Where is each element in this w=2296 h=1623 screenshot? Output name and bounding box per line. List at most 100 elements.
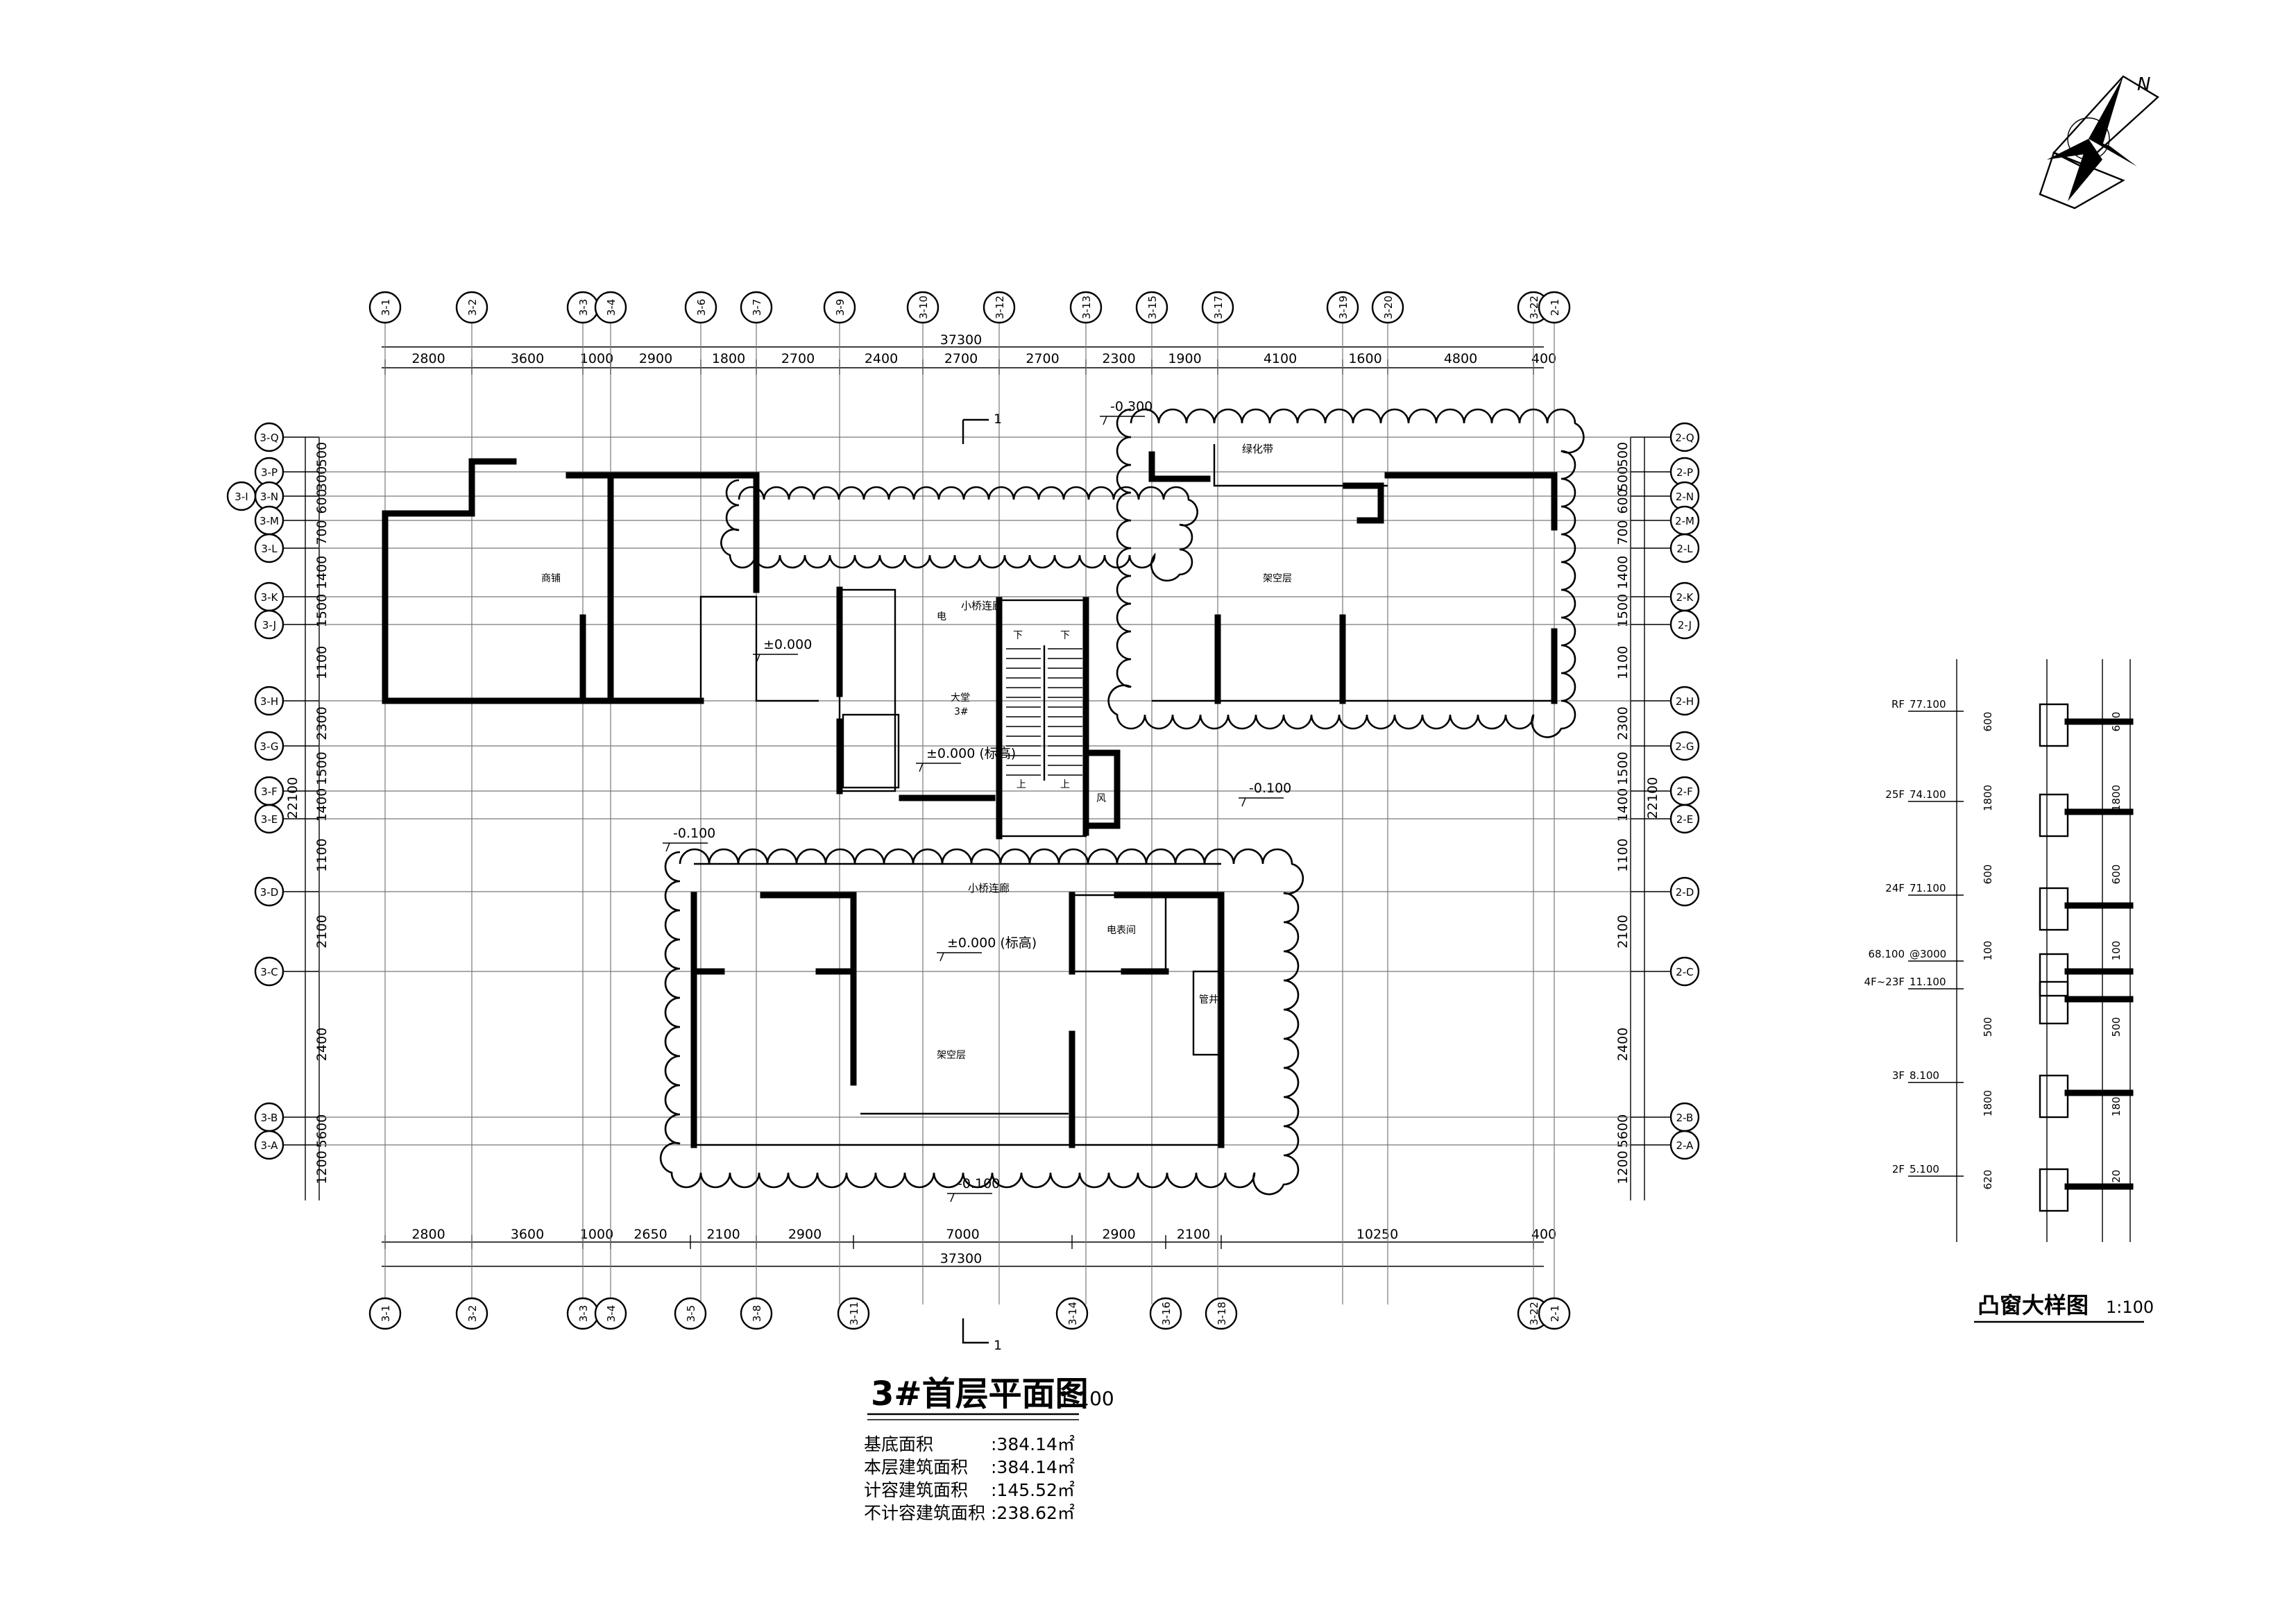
elev-main: ±0.000: [763, 637, 812, 652]
bottom-axis-6: 3-11: [837, 1297, 870, 1330]
bottom-axis-8: 3-16: [1149, 1297, 1182, 1330]
top-dim-8: 2700: [1026, 351, 1059, 366]
stair-up-1: 上: [1017, 779, 1026, 790]
detail-elev-2: 71.100: [1910, 882, 1946, 894]
right-dim-6: 1100: [1615, 646, 1631, 679]
left-dim-7: 2300: [314, 706, 330, 740]
left-axis-label-1: 3-P: [261, 466, 278, 479]
stat-value-0: :384.14㎡: [991, 1434, 1075, 1454]
left-axis-label-2: 3-N: [260, 491, 278, 503]
corridor-label-2: 小桥连廊: [968, 882, 1010, 894]
top-axis-11: 3-17: [1201, 291, 1234, 324]
room-well: 管井: [1199, 994, 1218, 1005]
top-axis-9: 3-13: [1069, 291, 1103, 324]
top-dim-6: 2400: [865, 351, 898, 366]
right-axis-13: 2-B: [1631, 1102, 1700, 1132]
room-stilt-south: 架空层: [937, 1050, 966, 1061]
bottom-axis-0: 3-1: [368, 1297, 402, 1330]
room-labels: 商铺 架空层 架空层 大堂 3# 电表间 电 风 管井 下 上 下 上 小桥连廊…: [541, 443, 1292, 1061]
detail-dim-right-5: 1800: [2110, 1090, 2123, 1116]
right-dim-7: 2300: [1615, 706, 1631, 740]
detail-elev-1: 74.100: [1910, 788, 1946, 801]
left-axis-13: 3-B: [254, 1102, 319, 1132]
top-axis-5-label: 3-7: [751, 299, 763, 316]
detail-dim-right-3: 100: [2110, 941, 2123, 961]
right-axis-label-12: 2-C: [1676, 966, 1693, 978]
detail-dim-right-2: 600: [2110, 865, 2123, 885]
left-dims: 5003006007001400150011002300150014001100…: [314, 442, 330, 1184]
detail-scale: 1:100: [2106, 1298, 2154, 1317]
top-axis-12: 3-19: [1326, 291, 1359, 324]
left-axis-extra: 3-I: [226, 481, 257, 511]
right-axis-label-14: 2-A: [1676, 1139, 1694, 1152]
left-dim-12: 2400: [314, 1028, 330, 1061]
right-axis-6: 2-J: [1631, 609, 1700, 640]
right-axis-bubbles: 2-Q2-P2-N2-M2-L2-K2-J2-H2-G2-F2-E2-D2-C2…: [1631, 422, 1700, 1160]
right-dim-5: 1500: [1615, 594, 1631, 627]
bottom-axis-1: 3-2: [455, 1297, 488, 1330]
top-axis-2: 3-3: [566, 291, 599, 324]
top-axis-6-label: 3-9: [834, 299, 847, 316]
stat-label-0: 基底面积: [864, 1434, 933, 1454]
detail-level-3: 68.100: [1869, 948, 1905, 960]
planter-label: 绿化带: [1242, 443, 1273, 455]
bottom-dim-4: 2100: [706, 1227, 740, 1242]
right-axis-label-9: 2-F: [1676, 785, 1693, 798]
top-axis-9-label: 3-13: [1080, 296, 1093, 319]
section-mark-top: 1: [994, 411, 1002, 427]
bottom-dim-10: 400: [1531, 1227, 1556, 1242]
grid-lines: [319, 319, 1631, 1305]
top-axis-7: 3-10: [906, 291, 939, 324]
stat-value-3: :238.62㎡: [991, 1503, 1075, 1523]
right-axis-label-1: 2-P: [1676, 466, 1693, 479]
left-dim-1: 300: [314, 466, 330, 491]
top-dim-2: 1000: [580, 351, 613, 366]
detail-title-text: 凸窗大样图: [1978, 1292, 2089, 1318]
top-axis-5: 3-7: [740, 291, 773, 324]
left-axis-label-9: 3-F: [261, 785, 278, 798]
left-axis-0: 3-Q: [254, 422, 319, 452]
detail-dim-right-4: 500: [2110, 1017, 2123, 1037]
left-axis-label-7: 3-H: [260, 695, 278, 708]
top-axis-3: 3-4: [594, 291, 627, 324]
bottom-axis-8-label: 3-16: [1160, 1302, 1173, 1325]
left-axis-11: 3-D: [254, 876, 319, 907]
top-axis-6: 3-9: [823, 291, 856, 324]
detail-dim-4: 500: [1982, 1017, 1994, 1037]
right-axis-2: 2-N: [1631, 481, 1700, 511]
plan-title-text: 3#首层平面图: [871, 1375, 1089, 1413]
stat-label-3: 不计容建筑面积: [864, 1503, 985, 1523]
left-axis-1: 3-P: [254, 457, 319, 487]
dimension-frame: [305, 346, 1645, 1267]
bottom-dim-2: 1000: [580, 1227, 613, 1242]
stair-down-2: 下: [1060, 630, 1070, 641]
top-axis-13-label: 3-20: [1382, 296, 1395, 319]
top-dim-11: 4100: [1264, 351, 1297, 366]
detail-dim-0: 600: [1982, 712, 1994, 732]
room-wind: 风: [1096, 793, 1106, 804]
bottom-axis-11-label: 2-1: [1549, 1305, 1561, 1323]
left-axis-6: 3-J: [254, 609, 319, 640]
left-total-dim: 22100: [285, 777, 300, 819]
right-axis-label-13: 2-B: [1676, 1112, 1694, 1124]
section-marks: 1 1: [962, 411, 1002, 1353]
bottom-dim-0: 2800: [411, 1227, 445, 1242]
right-axis-14: 2-A: [1631, 1130, 1700, 1160]
walls: [382, 444, 1558, 1148]
left-dim-0: 500: [314, 442, 330, 467]
room-electrical: 电表间: [1107, 925, 1136, 936]
left-axis-9: 3-F: [254, 776, 319, 806]
bottom-dim-3: 2650: [633, 1227, 667, 1242]
detail-level-1: 25F: [1885, 788, 1905, 801]
right-dim-8: 1500: [1615, 751, 1631, 785]
right-axis-5: 2-K: [1631, 581, 1700, 612]
bottom-axis-10-label: 3-22: [1528, 1302, 1540, 1325]
detail-elev-3: @3000: [1910, 948, 1946, 960]
bottom-dim-5: 2900: [788, 1227, 822, 1242]
right-dim-13: 5600: [1615, 1114, 1631, 1148]
detail-elev-5: 8.100: [1910, 1069, 1939, 1082]
cloud-east-block: [1107, 408, 1585, 738]
